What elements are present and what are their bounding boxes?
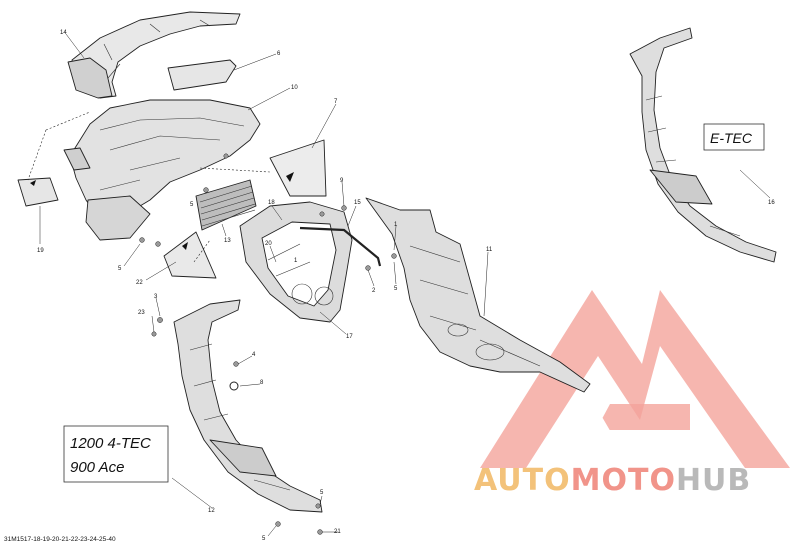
part-7-triangle-panel bbox=[269, 139, 327, 197]
callout-7: 7 bbox=[334, 99, 338, 105]
callout-9: 9 bbox=[340, 178, 344, 184]
part-16-side-panel-etec bbox=[629, 27, 777, 263]
callout-5c: 5 bbox=[394, 286, 398, 292]
etec-label-box: E-TEC bbox=[703, 123, 765, 151]
callout-5d: 5 bbox=[320, 490, 324, 496]
etec-label: E-TEC bbox=[710, 130, 753, 146]
callout-1b: 1 bbox=[394, 222, 398, 228]
callout-5a: 5 bbox=[190, 202, 194, 208]
part-11-side-panel bbox=[365, 197, 591, 393]
callout-3: 3 bbox=[154, 294, 158, 300]
callout-8: 8 bbox=[260, 380, 264, 386]
callout-20: 20 bbox=[265, 241, 272, 247]
part-14-side-panel bbox=[67, 11, 241, 99]
watermark-text: AUTOMOTOHUB bbox=[474, 463, 751, 498]
callout-5e: 5 bbox=[262, 536, 266, 542]
part-22-lower-panel bbox=[163, 231, 217, 279]
model-line-1: 1200 4-TEC bbox=[70, 435, 151, 452]
callout-5b: 5 bbox=[118, 266, 122, 272]
watermark-moto: MOTO bbox=[571, 463, 676, 498]
callout-21: 21 bbox=[334, 529, 341, 535]
part-19-side-cover bbox=[17, 177, 59, 207]
callout-22: 22 bbox=[136, 280, 143, 286]
callout-14: 14 bbox=[60, 30, 67, 36]
callout-10: 10 bbox=[291, 85, 298, 91]
watermark-logo bbox=[480, 290, 790, 468]
watermark-hub: HUB bbox=[676, 463, 751, 498]
callout-15: 15 bbox=[354, 200, 361, 206]
part-12-side-panel bbox=[173, 299, 323, 513]
callout-12: 12 bbox=[208, 508, 215, 514]
callout-19: 19 bbox=[37, 248, 44, 254]
callout-18: 18 bbox=[268, 200, 275, 206]
part-10-hood bbox=[63, 99, 261, 241]
callout-6: 6 bbox=[277, 51, 281, 57]
callout-16: 16 bbox=[768, 200, 775, 206]
part-6-deflector bbox=[167, 59, 237, 91]
part-8-grommet bbox=[229, 381, 239, 391]
hardware-fasteners bbox=[139, 153, 397, 535]
part-18-console-frame bbox=[239, 201, 353, 323]
callout-11: 11 bbox=[486, 247, 493, 253]
callout-4: 4 bbox=[252, 352, 256, 358]
callout-labels: 14 6 10 7 9 19 5 13 5 22 18 15 20 1 1 2 … bbox=[37, 30, 775, 542]
callout-13: 13 bbox=[224, 238, 231, 244]
model-line-2: 900 Ace bbox=[70, 459, 125, 476]
part-15-handle bbox=[299, 226, 382, 267]
diagram-code: 31M1517-18-19-20-21-22-23-24-25-40 bbox=[4, 536, 116, 543]
leader-lines bbox=[39, 33, 771, 537]
watermark-auto: AUTO bbox=[474, 463, 571, 498]
callout-2: 2 bbox=[372, 288, 376, 294]
callout-23: 23 bbox=[138, 310, 145, 316]
model-label-box: 1200 4-TEC 900 Ace bbox=[63, 425, 169, 483]
assembly-lines bbox=[27, 111, 271, 263]
part-13-grille bbox=[195, 179, 257, 231]
callout-17: 17 bbox=[346, 334, 353, 340]
callout-1a: 1 bbox=[294, 258, 298, 264]
